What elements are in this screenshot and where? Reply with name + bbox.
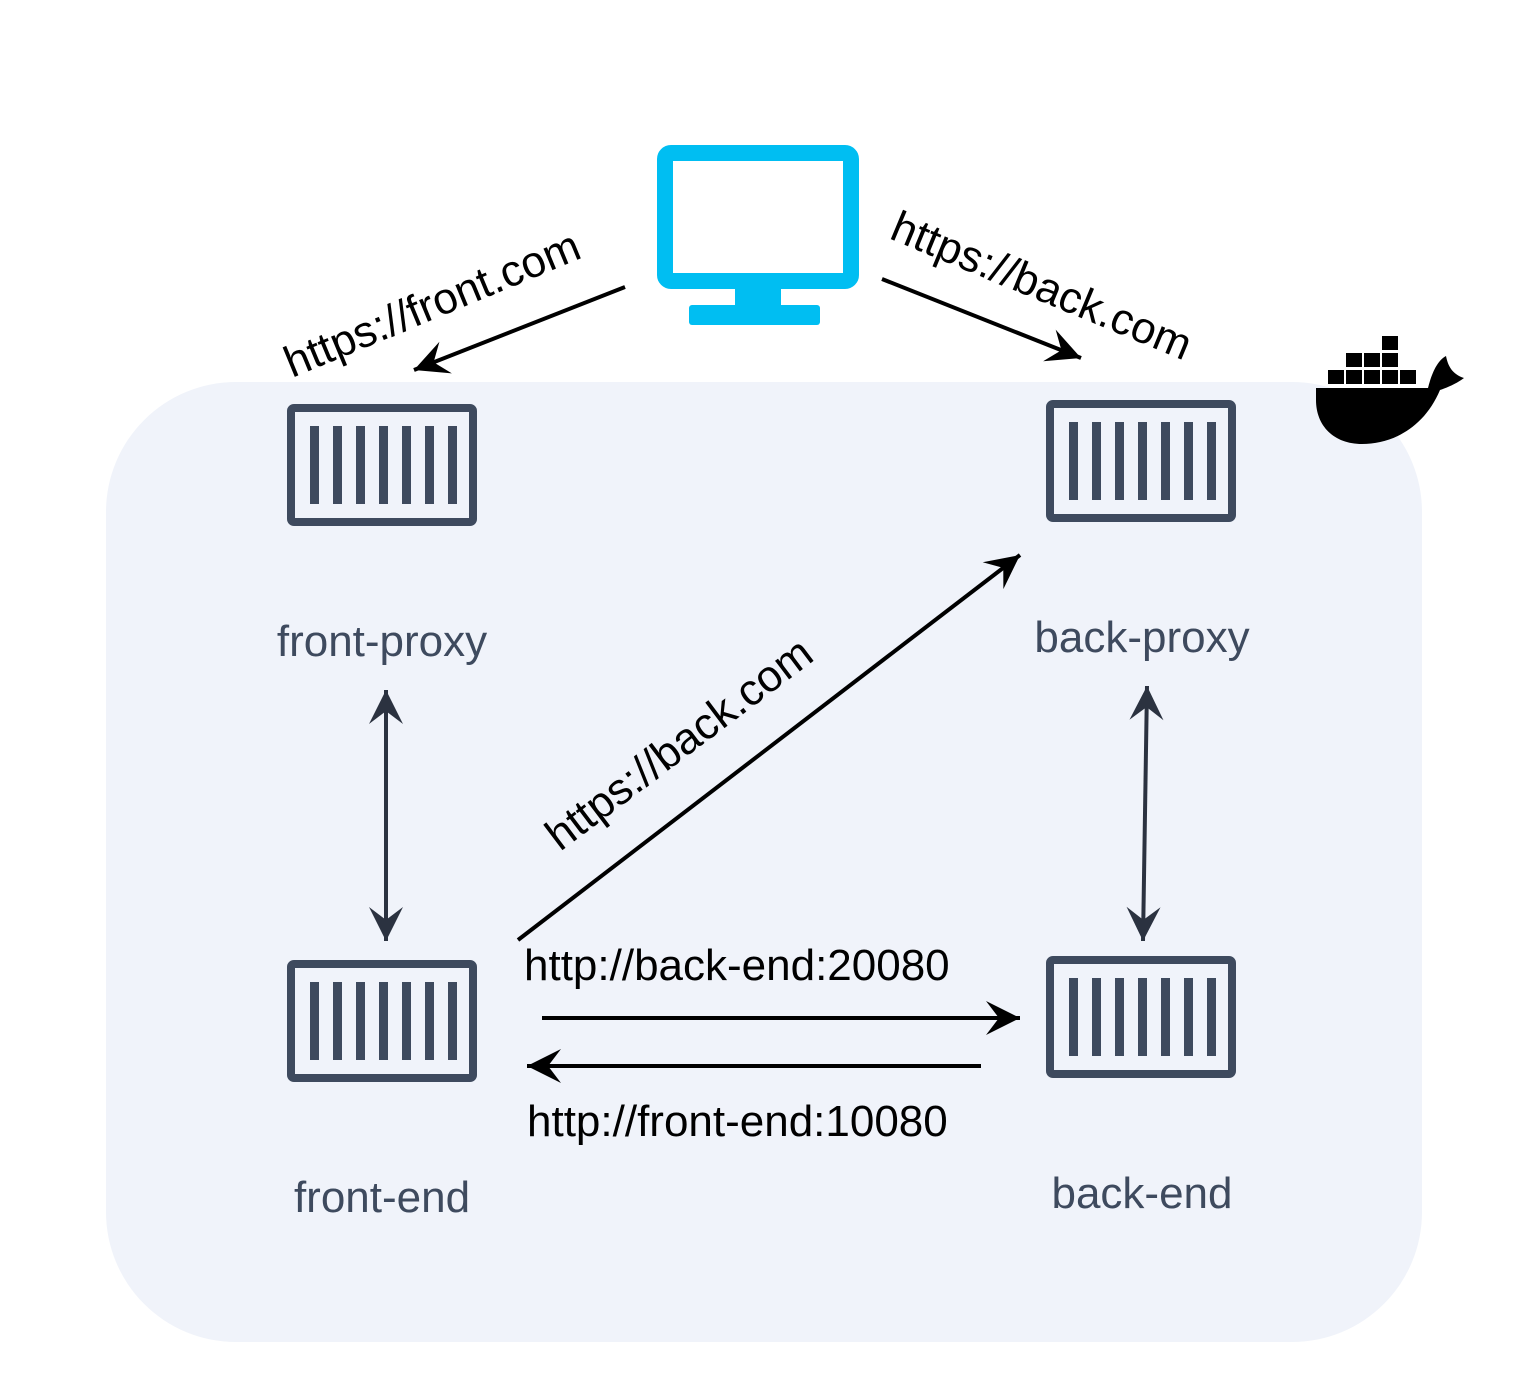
edge-back-end-to-front-end-arrowhead — [527, 1049, 561, 1083]
edge-back-proxy-back-end — [1141, 685, 1149, 942]
edge-label-back-end-20080: http://back-end:20080 — [524, 941, 950, 990]
container-icon — [287, 404, 477, 526]
edge-client-to-back-proxy — [881, 277, 1082, 360]
edge-label-front-end-10080: http://front-end:10080 — [527, 1097, 948, 1146]
front-end-label: front-end — [294, 1173, 470, 1222]
edge-front-end-to-back-proxy — [516, 553, 1022, 942]
back-proxy-label: back-proxy — [1034, 613, 1249, 662]
edge-label-back-com-top: https://back.com — [884, 202, 1199, 370]
edge-client-to-back-proxy-arrowhead — [1043, 329, 1081, 362]
container-icon — [287, 960, 477, 1082]
edge-front-proxy-front-end-arrowhead — [369, 690, 403, 724]
monitor-icon — [657, 145, 859, 325]
container-icon — [1046, 956, 1236, 1078]
edge-back-proxy-back-end-arrowhead — [1126, 906, 1161, 941]
edge-back-proxy-back-end-arrowhead — [1129, 686, 1164, 721]
docker-network-group — [106, 382, 1422, 1342]
edge-client-to-front-proxy — [413, 285, 626, 372]
back-end-label: back-end — [1051, 1169, 1232, 1218]
docker-whale-icon — [1316, 336, 1464, 444]
front-proxy-label: front-proxy — [277, 617, 487, 666]
edge-front-proxy-front-end-arrowhead — [369, 907, 403, 941]
edge-front-end-to-back-end-arrowhead — [986, 1001, 1020, 1035]
edge-front-end-to-back-proxy-arrowhead — [982, 555, 1020, 590]
container-icon — [1046, 400, 1236, 522]
edge-client-to-front-proxy-arrowhead — [414, 341, 452, 374]
